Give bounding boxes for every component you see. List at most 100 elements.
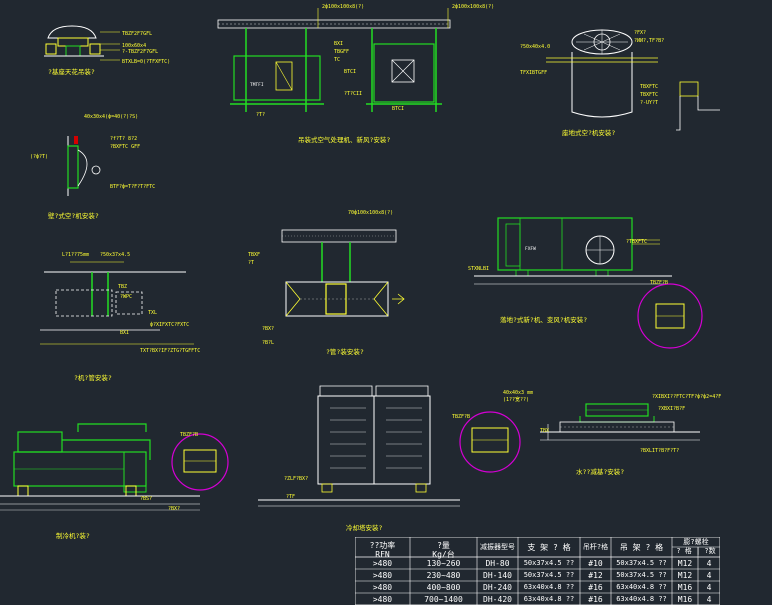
ahu-tag: TMTFI bbox=[250, 82, 264, 88]
svg-text:BTF?ф=T?F?T?FTC: BTF?ф=T?F?T?FTC bbox=[110, 184, 155, 190]
cell-rod: #16 bbox=[588, 595, 603, 604]
svg-text:?50x37x4.5: ?50x37x4.5 bbox=[100, 252, 130, 258]
caption-1: ?基座天花吊装? bbox=[48, 67, 95, 76]
svg-text:?XBXI?B?F: ?XBXI?B?F bbox=[658, 406, 685, 412]
hanger-label-left: 2ф100x100x8(?) bbox=[322, 4, 364, 10]
cell-bracket: 50x37x4.5 ?? bbox=[523, 571, 575, 579]
svg-text:BXI: BXI bbox=[120, 330, 129, 336]
svg-text:TBXFTC: TBXFTC bbox=[640, 92, 658, 98]
detail-chiller: TBZF?B ?BS? ?BX? 制冷机?装? bbox=[0, 423, 229, 540]
caption-5: ?机?管安装? bbox=[74, 373, 112, 382]
table-header-bracket: 支 架 ? 格 bbox=[527, 543, 571, 552]
svg-text:?TF: ?TF bbox=[286, 494, 295, 500]
table-header-rod: 吊杆?格 bbox=[582, 543, 609, 551]
svg-text:?BS?: ?BS? bbox=[140, 496, 152, 502]
svg-text:TC: TC bbox=[334, 57, 340, 63]
cell-damper: DH-80 bbox=[485, 559, 510, 568]
detail-cooling-tower: TBZF?B ?ZLF?BX? ?TF 冷却塔安装? bbox=[258, 385, 521, 532]
svg-text:TBZF?B: TBZF?B bbox=[452, 414, 470, 420]
callout-circle-ahu bbox=[637, 283, 703, 349]
svg-text:?ZLF?BX?: ?ZLF?BX? bbox=[284, 476, 308, 482]
cell-damper: DH-140 bbox=[483, 571, 512, 580]
caption-10: 水??减基?安装? bbox=[576, 467, 624, 476]
caption-2: 吊装式空气处理机、新风?安装? bbox=[298, 135, 390, 144]
svg-text:?BX?: ?BX? bbox=[262, 326, 274, 332]
svg-text:?TBXFTC: ?TBXFTC bbox=[626, 239, 647, 245]
caption-6: ?管?装安装? bbox=[326, 347, 364, 356]
detail-wall-ac: 40x30x4(ф=40(?)?S) ?f?T? 8?2 ?BXFTC GFF … bbox=[30, 114, 155, 220]
cell-weight: 700~1400 bbox=[424, 595, 463, 604]
cell-rod: #10 bbox=[588, 559, 603, 568]
detail-fan-coil: L?1??75mm ?50x37x4.5 TBZ ?WPC TXL ф?XIFX… bbox=[40, 252, 200, 382]
svg-text:40x30x4(ф=40(?)?S): 40x30x4(ф=40(?)?S) bbox=[84, 114, 138, 120]
svg-text:(?ф?T): (?ф?T) bbox=[30, 154, 48, 160]
cell-damper: DH-240 bbox=[483, 583, 512, 592]
svg-text:?f?T? 8?2: ?f?T? 8?2 bbox=[110, 136, 137, 142]
detail-floor-ahu: FXFW STXNLBI ?TBXFTC TBZF?B 落地?式新?机、变风?机… bbox=[468, 217, 703, 349]
svg-text:?-UY?T: ?-UY?T bbox=[640, 100, 658, 106]
cell-bolt-spec: M16 bbox=[677, 595, 693, 604]
cell-bolt-qty: 4 bbox=[706, 595, 712, 604]
table-header-damper: 减振器型号 bbox=[480, 543, 515, 551]
cell-bolt-spec: M12 bbox=[677, 571, 693, 580]
pump-pad-label: 40x40x3 mm bbox=[503, 390, 533, 396]
table-header-bolt: 膨?螺栓 ? 格 | ?数 bbox=[676, 538, 716, 555]
svg-text:100x60x4: 100x60x4 bbox=[122, 43, 146, 49]
svg-text:?FX?: ?FX? bbox=[634, 30, 646, 36]
cell-rod: #16 bbox=[588, 583, 603, 592]
svg-text:?T: ?T bbox=[248, 260, 254, 266]
svg-text:TBZ: TBZ bbox=[118, 284, 127, 290]
svg-text:TBXFTC: TBXFTC bbox=[640, 84, 658, 90]
svg-text:TBXF: TBXF bbox=[248, 252, 260, 258]
detail-ceiling-base: TBZF2F7GFL 100x60x4 ?-TBZF2F7GFL BTXLB=0… bbox=[44, 25, 170, 76]
cell-hanger: 63x40x4.8 ?? bbox=[616, 595, 667, 603]
svg-text:TBX: TBX bbox=[540, 428, 549, 434]
svg-text:BXI: BXI bbox=[334, 41, 343, 47]
svg-text:TBZF?B: TBZF?B bbox=[180, 432, 198, 438]
callout-circle-chiller bbox=[171, 433, 229, 491]
spec-table: ??功率 RFN ?量 Kg/台 减振器型号 支 架 ? 格 吊杆?格 吊 架 … bbox=[355, 537, 720, 605]
svg-text:TXT?BX?IF?ZTG?TGFFTC: TXT?BX?IF?ZTG?TGFFTC bbox=[140, 348, 200, 354]
cell-bolt-qty: 4 bbox=[706, 571, 712, 580]
caption-8: 制冷机?装? bbox=[56, 531, 90, 540]
cell-power: >480 bbox=[372, 559, 393, 568]
cell-weight: 400~800 bbox=[426, 583, 461, 592]
cell-bolt-qty: 4 bbox=[706, 583, 712, 592]
spec-table-grid bbox=[355, 537, 720, 605]
hanger-label-right: 2ф100x100x8(?) bbox=[452, 4, 494, 10]
svg-text:BTXLB=0(?TFXFTC): BTXLB=0(?TFXFTC) bbox=[122, 59, 170, 65]
svg-text:STXNLBI: STXNLBI bbox=[468, 266, 489, 272]
cell-power: >480 bbox=[372, 571, 393, 580]
svg-text:?ИИ?,TF?B?: ?ИИ?,TF?B? bbox=[634, 38, 664, 44]
cell-rod: #12 bbox=[588, 571, 603, 580]
cell-weight: 230~480 bbox=[426, 571, 461, 580]
detail-pump-base: 40x40x3 mm (1??宽??) ?XIBXI??FTC?TF?ф?ф2=… bbox=[503, 390, 721, 476]
svg-text:?XIBXI??FTC?TF?ф?ф2=4?F: ?XIBXI??FTC?TF?ф?ф2=4?F bbox=[652, 394, 721, 400]
table-header-weight: ?量 Kg/台 bbox=[432, 541, 455, 559]
cell-hanger: 50x37x4.5 ?? bbox=[616, 571, 667, 579]
caption-4: 壁?式空?机安装? bbox=[48, 211, 99, 220]
cell-hanger: 63x40x4.8 ?? bbox=[616, 583, 667, 591]
svg-text:?T?CII: ?T?CII bbox=[344, 91, 362, 97]
cell-bracket: 50x37x4.5 ?? bbox=[523, 559, 575, 567]
cell-bracket: 63x40x4.8 ?? bbox=[523, 595, 575, 603]
svg-text:BTCI: BTCI bbox=[344, 69, 356, 75]
caption-9: 冷却塔安装? bbox=[346, 523, 383, 532]
svg-text:TBZF2F7GFL: TBZF2F7GFL bbox=[122, 31, 152, 37]
svg-text:?BXLIT?B?F?T?: ?BXLIT?B?F?T? bbox=[640, 448, 679, 454]
svg-text:BTCI: BTCI bbox=[392, 106, 404, 112]
cell-hanger: 50x37x4.5 ?? bbox=[616, 559, 667, 567]
hanger-label-mid: 70ф100x100x8(?) bbox=[348, 210, 393, 216]
cell-power: >480 bbox=[372, 595, 393, 604]
svg-text:?-TBZF2F7GFL: ?-TBZF2F7GFL bbox=[122, 49, 158, 55]
cell-bolt-qty: 4 bbox=[706, 559, 712, 568]
cell-damper: DH-420 bbox=[483, 595, 512, 604]
detail-duct: 70ф100x100x8(?) TBXF ?T ?BX? ?B?L ?管?装安装… bbox=[248, 210, 405, 356]
cell-weight: 130~260 bbox=[426, 559, 461, 568]
svg-text:TXL: TXL bbox=[148, 310, 157, 316]
svg-text:TBZF?B: TBZF?B bbox=[650, 280, 668, 286]
svg-text:?T?: ?T? bbox=[256, 112, 265, 118]
cell-power: >480 bbox=[372, 583, 393, 592]
table-header-hanger: 吊 架 ? 格 bbox=[619, 543, 664, 552]
